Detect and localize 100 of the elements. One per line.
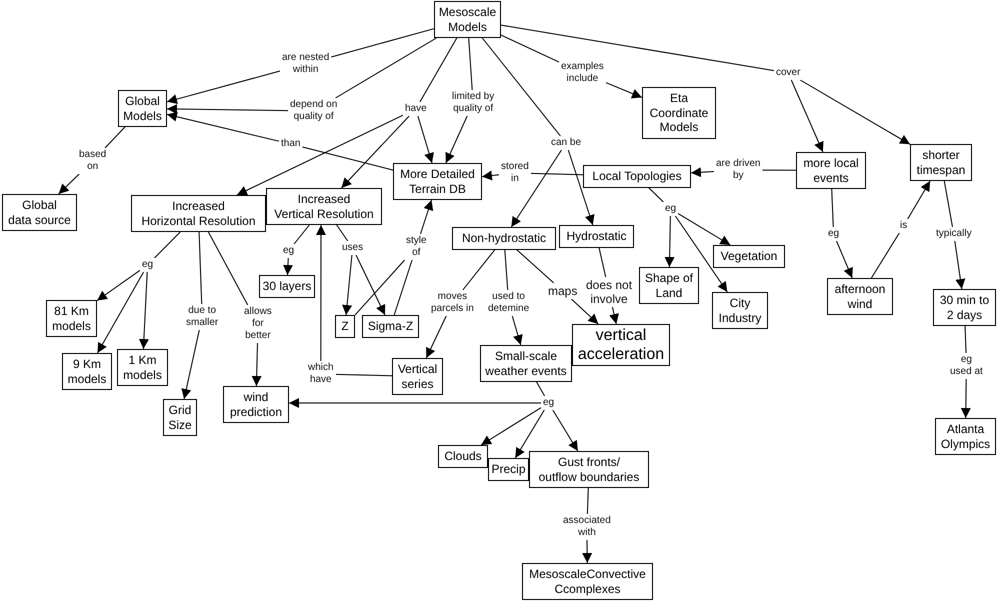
concept-box: 81 Km models bbox=[46, 300, 97, 337]
linking-phrase: depend on quality of bbox=[288, 98, 340, 124]
arrow bbox=[97, 272, 144, 354]
linking-phrase: style of bbox=[404, 234, 429, 260]
arrow bbox=[58, 174, 80, 194]
connector-line bbox=[394, 260, 413, 316]
connector-line bbox=[762, 170, 796, 171]
concept-box: Z bbox=[335, 315, 355, 338]
linking-phrase: due to smaller bbox=[184, 304, 220, 330]
linking-phrase: are driven by bbox=[714, 157, 762, 183]
concept-box: shorter timespan bbox=[910, 144, 972, 181]
arrow bbox=[514, 410, 545, 458]
connector-line bbox=[462, 249, 496, 290]
concept-box: Global data source bbox=[2, 194, 77, 231]
linking-phrase: eg bbox=[281, 244, 296, 258]
connector-line bbox=[964, 326, 966, 354]
arrow bbox=[582, 540, 592, 564]
arrow bbox=[252, 342, 262, 386]
concept-box: Clouds bbox=[438, 445, 488, 468]
concept-box: Eta Coordinate Models bbox=[642, 87, 716, 138]
arrow bbox=[482, 170, 500, 180]
concept-box: Vegetation bbox=[713, 245, 785, 268]
connector-line bbox=[208, 232, 248, 306]
arrow bbox=[605, 82, 642, 98]
concept-box: Gust fronts/ outflow boundaries bbox=[529, 451, 649, 488]
concept-box: Global Models bbox=[118, 90, 167, 127]
arrow bbox=[954, 240, 966, 290]
concept-box: afternoon wind bbox=[827, 278, 893, 315]
linking-phrase: examples include bbox=[559, 60, 606, 86]
linking-phrase: limited by quality of bbox=[450, 90, 496, 116]
arrow bbox=[166, 104, 288, 114]
connector-line bbox=[154, 232, 181, 258]
arrow bbox=[420, 200, 434, 234]
linking-phrase: typically bbox=[934, 227, 974, 241]
connector-line bbox=[198, 232, 202, 304]
connector-line bbox=[335, 374, 392, 376]
concept-box: Increased Vertical Resolution bbox=[266, 188, 382, 225]
connector-line bbox=[104, 126, 126, 148]
concept-box: Vertical series bbox=[392, 358, 443, 395]
connector-line bbox=[335, 38, 437, 98]
arrow bbox=[609, 306, 619, 324]
concept-box: More Detailed Terrain DB bbox=[393, 163, 482, 200]
arrow bbox=[138, 272, 149, 350]
arrow bbox=[907, 180, 931, 220]
arrow bbox=[342, 254, 352, 316]
arrow bbox=[181, 330, 200, 400]
concept-box: Local Topologies bbox=[583, 165, 691, 188]
arrow bbox=[690, 167, 714, 178]
arrow bbox=[552, 410, 578, 452]
connector-line bbox=[419, 38, 458, 102]
connector-line bbox=[648, 187, 664, 202]
concept-box: 9 Km models bbox=[62, 353, 112, 390]
connector-line bbox=[870, 232, 900, 278]
arrow bbox=[836, 240, 853, 278]
concept-box: more local events bbox=[796, 152, 866, 189]
concept-box: wind prediction bbox=[223, 386, 289, 423]
connector-line bbox=[330, 28, 434, 58]
connector-line bbox=[354, 260, 406, 316]
connector-line bbox=[336, 224, 348, 242]
arrow bbox=[678, 213, 731, 246]
linking-phrase: maps bbox=[546, 283, 580, 299]
concept-box: Non-hydrostatic bbox=[452, 227, 556, 250]
concept-box: City Industry bbox=[712, 292, 768, 329]
connector-line bbox=[302, 146, 394, 171]
arrow bbox=[96, 270, 140, 302]
connector-line bbox=[294, 224, 310, 244]
arrow bbox=[166, 70, 280, 104]
arrow bbox=[790, 80, 824, 152]
connector-line bbox=[500, 34, 560, 63]
arrow bbox=[512, 316, 523, 346]
connector-line bbox=[598, 247, 606, 278]
arrow bbox=[960, 378, 971, 418]
connector-line bbox=[586, 488, 589, 514]
concept-box: Increased Horizontal Resolution bbox=[131, 195, 266, 232]
linking-phrase: eg bbox=[541, 396, 556, 410]
concept-box: Mesoscale Models bbox=[434, 1, 501, 38]
connector-line bbox=[831, 188, 834, 228]
linking-phrase: does not involve bbox=[584, 277, 634, 307]
arrow bbox=[570, 298, 599, 324]
concept-box: 30 layers bbox=[259, 275, 315, 298]
connector-line bbox=[530, 172, 584, 176]
concept-box: Grid Size bbox=[163, 399, 197, 436]
arrow bbox=[166, 112, 280, 142]
arrow bbox=[568, 150, 594, 226]
arrow bbox=[426, 316, 447, 358]
concept-box: Precip bbox=[488, 458, 529, 480]
arrow bbox=[288, 398, 542, 408]
concept-box: Hydrostatic bbox=[559, 225, 634, 248]
connector-line bbox=[536, 382, 546, 396]
linking-phrase: based on bbox=[77, 148, 108, 174]
linking-phrase: moves parcels in bbox=[429, 290, 476, 316]
linking-phrase: eg bbox=[140, 258, 156, 272]
arrow bbox=[356, 254, 386, 316]
linking-phrase: uses bbox=[340, 241, 366, 255]
concept-box: Small-scale weather events bbox=[480, 345, 572, 382]
concept-box: Atlanta Olympics bbox=[935, 418, 996, 455]
arrow bbox=[510, 150, 562, 228]
linking-phrase: can be bbox=[549, 136, 584, 150]
connector-line bbox=[468, 38, 473, 90]
linking-phrase: used to detemine bbox=[486, 290, 532, 316]
